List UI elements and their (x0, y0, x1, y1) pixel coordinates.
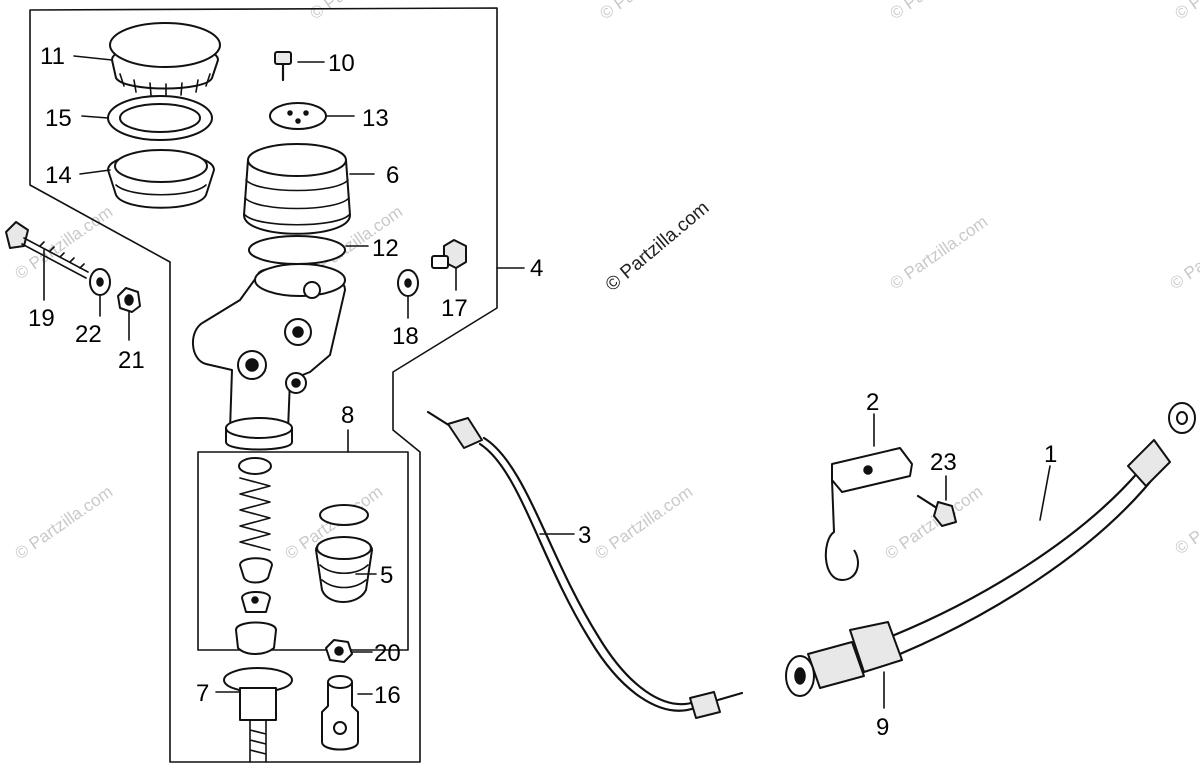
callout-label: 17 (441, 295, 468, 322)
callout-label: 15 (45, 105, 72, 132)
piston-kit-box-8 (197, 451, 409, 651)
reservoir-plate-13 (269, 102, 327, 130)
callout-label: 16 (374, 682, 401, 709)
brake-pipe-3 (426, 410, 744, 719)
assembly-boundary-4 (29, 7, 498, 763)
watermark: © Partzilla.com (1171, 477, 1200, 558)
callout-label: 7 (196, 680, 209, 707)
reservoir-cap-11 (109, 22, 221, 97)
washer-22 (89, 268, 111, 296)
callout-label: 14 (45, 162, 72, 189)
bolt-23 (916, 494, 957, 527)
callout-label: 8 (341, 402, 354, 429)
diaphragm-14 (107, 149, 215, 209)
watermark-main: © Partzilla.com (602, 197, 714, 295)
callout-label: 13 (362, 105, 389, 132)
piston-cup-5 (315, 504, 373, 603)
callout-label: 23 (930, 449, 957, 476)
bolt-19 (5, 221, 89, 279)
brake-hose-1 (785, 402, 1196, 697)
washer-18 (397, 269, 419, 297)
watermark: © Partzilla.com (1171, 0, 1200, 23)
watermark: © Partzilla.com (596, 0, 701, 23)
watermark: © Partzilla.com (886, 212, 991, 293)
callout-label: 12 (372, 235, 399, 262)
piston-spring-8 (235, 457, 277, 655)
callout-label: 9 (876, 714, 889, 741)
callout-label: 18 (392, 323, 419, 350)
bracket-2 (824, 447, 913, 581)
screw-10 (274, 51, 292, 82)
callout-label: 21 (118, 347, 145, 374)
clevis-16 (321, 675, 359, 751)
watermark: © Partzilla.com (1166, 212, 1200, 293)
diaphragm-ring-15 (107, 95, 213, 141)
leader-lines (43, 55, 1051, 709)
callout-label: 22 (75, 321, 102, 348)
callout-label: 6 (386, 162, 399, 189)
callout-label: 11 (40, 43, 65, 70)
watermark: © Partzilla.com (11, 482, 116, 563)
nut-20 (325, 639, 353, 663)
callout-label: 1 (1044, 441, 1057, 468)
callout-labels: 11 15 14 10 13 6 12 4 17 18 19 22 21 8 5… (28, 43, 1057, 741)
callout-label: 4 (530, 255, 543, 282)
watermark: © Partzilla.com (591, 482, 696, 563)
reservoir-6 (243, 143, 351, 235)
callout-label: 5 (380, 562, 393, 589)
callout-label: 3 (578, 522, 591, 549)
callout-label: 19 (28, 305, 55, 332)
callout-label: 2 (866, 389, 879, 416)
pushrod-7 (223, 667, 293, 763)
callout-label: 20 (374, 640, 401, 667)
nut-21 (117, 287, 141, 313)
bolt-17 (431, 239, 467, 269)
callout-label: 10 (328, 50, 355, 77)
watermark: © Partzilla.com (306, 0, 411, 23)
watermark: © Partzilla.com (881, 482, 986, 563)
watermark: © Partzilla.com (886, 0, 991, 23)
o-ring-12 (248, 235, 346, 265)
master-cylinder-body (191, 263, 346, 451)
